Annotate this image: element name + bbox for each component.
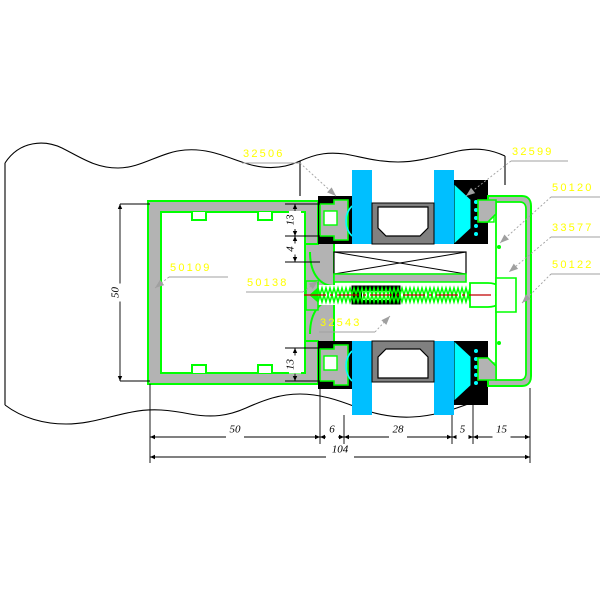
right-clip-bottom xyxy=(477,357,497,381)
gasket-bottom-left-lip xyxy=(345,350,353,382)
right-profile-node-bottom xyxy=(497,341,501,345)
label-50138-text: 50138 xyxy=(247,277,289,289)
gasket-top-right-wedge xyxy=(454,184,471,244)
glazing-bar-top-right xyxy=(434,170,454,244)
glazing-bar-top-left xyxy=(352,170,372,244)
dim-label-5: 5 xyxy=(460,424,466,436)
center-plate-base xyxy=(333,273,467,283)
label-50122-text: 50122 xyxy=(552,259,594,271)
horizontal-dimension-chain: 50 6 28 5 15 104 xyxy=(150,424,530,463)
gasket-top-right-ribs xyxy=(474,200,478,236)
dim-mid-4: 4 xyxy=(285,236,301,262)
label-50109-arrowhead xyxy=(155,279,165,288)
dim-label-4: 4 xyxy=(285,246,297,252)
wall-break-top xyxy=(4,142,506,169)
dim-segment-15: 15 xyxy=(473,424,530,443)
label-32506-arrowhead xyxy=(327,187,336,196)
right-profile-node-top xyxy=(497,245,501,249)
dim-segment-50: 50 xyxy=(150,424,320,443)
gasket-bottom-right-ribs xyxy=(474,349,478,385)
dim-tick xyxy=(150,434,155,440)
label-32506[interactable]: 32506 xyxy=(242,148,337,197)
dim-segment-6: 6 xyxy=(320,424,344,443)
dim-tick xyxy=(473,434,478,440)
glazing-bar-bottom-left xyxy=(352,341,372,415)
label-33577-text: 33577 xyxy=(552,222,594,234)
right-outer-profile xyxy=(477,195,532,387)
dim-label-13: 13 xyxy=(285,359,297,371)
wall-break-lines xyxy=(4,142,506,425)
right-profile-rib xyxy=(495,277,517,313)
vertical-dimension-set: 50 13 4 13 xyxy=(110,204,301,381)
profile-notches xyxy=(191,212,273,373)
label-50120[interactable]: 50120 xyxy=(499,182,600,244)
gasket-top-left-lip xyxy=(345,205,353,237)
label-33577[interactable]: 33577 xyxy=(508,222,600,273)
extension-lines xyxy=(120,203,531,463)
label-50138[interactable]: 50138 xyxy=(246,277,319,293)
label-32599[interactable]: 32599 xyxy=(465,146,568,197)
dim-label-15: 15 xyxy=(496,424,508,436)
steel-insert-top-cavity xyxy=(377,206,429,237)
screw-thread xyxy=(317,285,471,305)
center-plate-hatch xyxy=(333,251,467,275)
label-33577-leader xyxy=(508,236,552,273)
dim-label-28: 28 xyxy=(393,424,405,436)
dim-overall-50: 50 xyxy=(110,204,126,381)
label-32543[interactable]: 32543 xyxy=(319,315,391,333)
label-32506-text: 32506 xyxy=(243,148,285,160)
label-50109-text: 50109 xyxy=(170,262,212,274)
label-50138-arrowhead xyxy=(308,281,318,290)
steel-insert-top xyxy=(371,202,435,245)
left-profile-cavity xyxy=(161,212,305,373)
label-50122-arrowhead xyxy=(522,294,531,303)
dim-total-104: 104 xyxy=(150,444,530,463)
dim-label-6: 6 xyxy=(329,424,335,436)
dim-bottom-13: 13 xyxy=(285,348,301,381)
dim-top-13: 13 xyxy=(285,204,301,236)
label-32599-arrowhead xyxy=(466,187,476,196)
steel-insert-bottom xyxy=(371,340,435,383)
label-50138-leader xyxy=(302,280,319,293)
part-label-group: 32506 32599 50120 33577 50122 50109 50138 32543 xyxy=(154,146,600,333)
label-32543-arrowhead xyxy=(381,316,390,325)
dim-label-50: 50 xyxy=(230,424,242,436)
label-50120-leader xyxy=(499,196,552,244)
dim-label-13: 13 xyxy=(285,214,297,226)
glazing-bar-bottom-right xyxy=(434,341,454,415)
dim-tick xyxy=(320,434,325,440)
label-32599-leader xyxy=(465,160,512,197)
label-33577-arrowhead xyxy=(509,263,519,272)
gasket-bottom-right-wedge xyxy=(454,341,471,401)
label-50109[interactable]: 50109 xyxy=(154,262,228,289)
screw-assembly xyxy=(304,280,516,311)
dim-segment-28: 28 xyxy=(344,424,452,443)
right-clip-top xyxy=(477,199,497,223)
wall-break-bottom xyxy=(4,393,469,425)
label-50122-leader xyxy=(521,273,552,304)
gasket-top-left-core xyxy=(323,210,338,226)
dim-label-total: 104 xyxy=(332,444,349,456)
label-32543-text: 32543 xyxy=(320,317,362,329)
dim-label-50: 50 xyxy=(110,287,122,299)
glazing-bars xyxy=(352,170,454,415)
label-50122[interactable]: 50122 xyxy=(521,259,600,304)
label-32599-text: 32599 xyxy=(512,146,554,158)
dim-tick xyxy=(344,434,349,440)
label-50120-arrowhead xyxy=(500,234,509,243)
steel-insert-bottom-cavity xyxy=(377,348,429,379)
dim-segment-5: 5 xyxy=(452,424,473,443)
gasket-bottom-left-core xyxy=(323,355,338,371)
label-50120-text: 50120 xyxy=(552,182,594,194)
dim-tick xyxy=(452,434,457,440)
left-profile-50109 xyxy=(147,200,319,385)
